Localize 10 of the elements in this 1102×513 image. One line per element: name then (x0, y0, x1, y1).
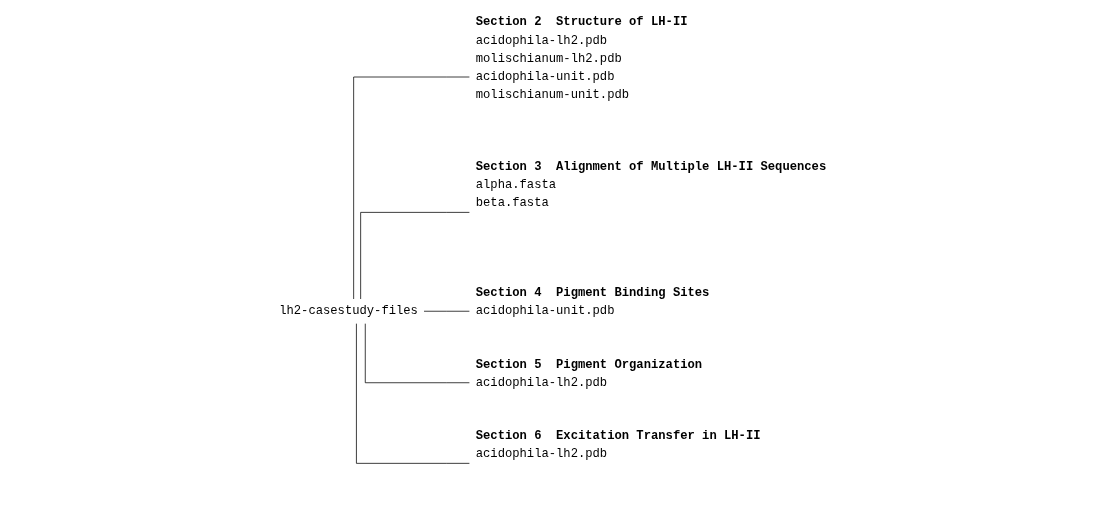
connector (353, 76, 470, 300)
node-text: Section 4 Pigment Binding Sites acidophila-unit.pdb (475, 286, 710, 319)
node-text: Section 6 Excitation Transfer in LH-II acidophila-lh2.pdb (475, 429, 761, 462)
node-text: Section 3 Alignment of Multiple LH-II Sequences alpha.fasta beta.fasta (475, 159, 826, 211)
connector (355, 323, 470, 464)
connector (364, 323, 470, 384)
connector (360, 212, 470, 300)
node-text: Section 2 Structure of LH-II acidophila-lh2.pdb molischianum-lh2.pdb acidophila-unit.pdb molischianum-unit.pdb (475, 15, 688, 103)
node-text: lh2-casestudy-files (278, 304, 418, 319)
node-text: Section 5 Pigment Organization acidophila-lh2.pdb (475, 357, 702, 390)
